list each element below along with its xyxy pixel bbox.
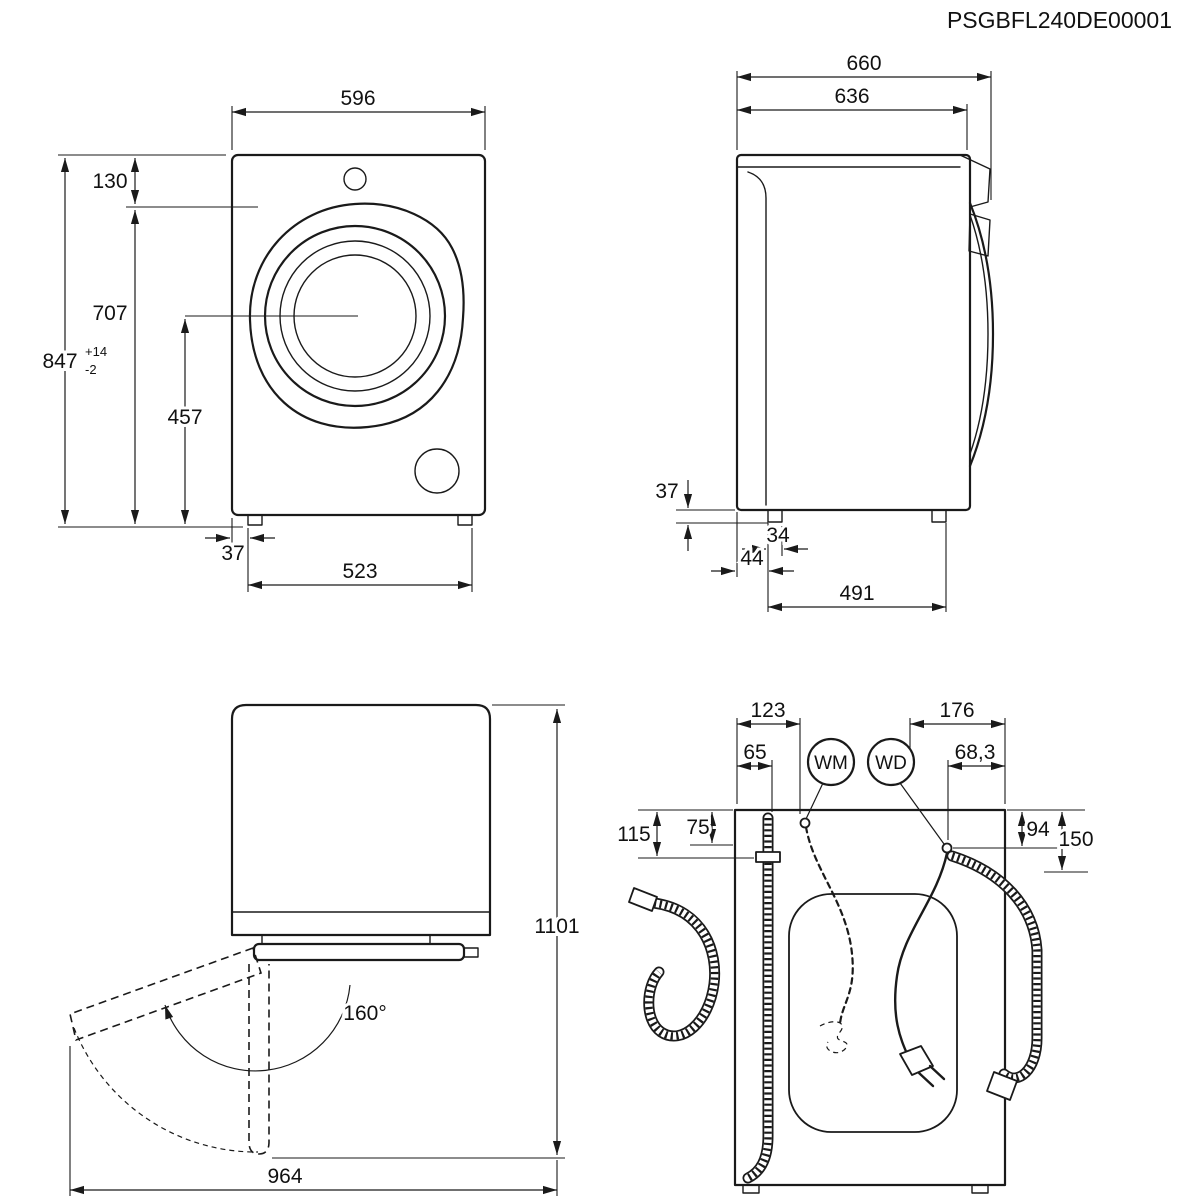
dim-side-body-depth: 636: [737, 82, 968, 150]
start-button: [414, 448, 460, 494]
svg-text:596: 596: [340, 87, 375, 110]
cord-coil-squiggle: [819, 1021, 848, 1054]
dim-open-total-depth: 964: [69, 1046, 558, 1196]
rear-panel: [733, 808, 1007, 1194]
detergent-knob: [343, 167, 367, 191]
dim-open-total-height: 1101: [272, 704, 583, 1159]
svg-text:123: 123: [750, 699, 785, 722]
dim-front-top-offset: 130: [58, 154, 258, 208]
power-plug: [899, 1045, 934, 1076]
svg-text:+14: +14: [85, 344, 107, 359]
door-swing-arc: [164, 984, 351, 1072]
rear-recess: [788, 893, 958, 1133]
dim-rear-wd-drop: 94: [953, 809, 1085, 849]
rear-foot-left: [742, 1184, 760, 1194]
dim-rear-drain-offset: 65: [737, 738, 773, 812]
wm-cord-dashed: [804, 825, 854, 1054]
dim-side-overall-depth: 660: [736, 49, 992, 200]
wm-callout: WM: [799, 737, 856, 829]
dim-rear-inlet-offset: 68,3: [947, 738, 1005, 840]
rear-panel-line: [747, 171, 767, 506]
svg-text:491: 491: [839, 582, 874, 605]
drain-hose: [628, 812, 781, 1184]
dim-rear-right-span: 176: [909, 696, 1006, 804]
svg-text:964: 964: [267, 1165, 302, 1188]
svg-text:68,3: 68,3: [955, 741, 996, 764]
door-angle-label: 160°: [343, 1002, 386, 1025]
svg-text:75: 75: [686, 816, 709, 839]
side-view: 660 636 37 34 44: [652, 49, 995, 612]
inlet-hose: [946, 850, 1043, 1101]
svg-text:37: 37: [221, 542, 244, 565]
front-machine-outline: [185, 153, 487, 526]
side-machine-outline: [735, 153, 995, 523]
door-swing: 160°: [69, 946, 390, 1155]
control-panel-edge: [959, 154, 991, 208]
dim-front-upper-height: 707: [89, 210, 140, 524]
rear-view: WM WD 123 65 176: [614, 696, 1097, 1194]
dim-front-foot-inset: 37: [205, 518, 275, 592]
svg-text:1101: 1101: [534, 915, 579, 938]
doc-id: PSGBFL240DE00001: [947, 7, 1172, 33]
svg-text:65: 65: [743, 741, 766, 764]
side-foot-rear: [767, 509, 783, 523]
door-90-position: [248, 964, 270, 1155]
front-foot-left: [247, 514, 263, 526]
wd-outlet-fitting: [941, 842, 953, 854]
drain-hose-holder: [755, 851, 781, 863]
door-open-view: 160° 1101 964: [69, 703, 583, 1196]
svg-text:34: 34: [766, 524, 790, 547]
svg-text:WD: WD: [875, 753, 907, 774]
door-160-position: [69, 946, 262, 1042]
wm-badge: [806, 737, 856, 787]
svg-text:660: 660: [846, 52, 881, 75]
dim-front-overall-height: 847 +14 -2: [39, 158, 243, 528]
dim-rear-cord-drop: 75: [683, 812, 733, 846]
svg-text:523: 523: [342, 560, 377, 583]
door-bezel: [248, 202, 465, 429]
svg-text:WM: WM: [814, 753, 848, 774]
svg-text:37: 37: [655, 480, 678, 503]
wd-badge: [866, 737, 916, 787]
dim-front-width: 596: [231, 84, 486, 150]
door-handle: [463, 947, 479, 958]
dim-side-rear-offset: 44: [711, 512, 794, 577]
dim-side-foot-height: 37: [652, 477, 768, 551]
svg-text:94: 94: [1026, 818, 1050, 841]
top-view-body: [230, 703, 492, 962]
drain-hose-end: [628, 887, 658, 912]
dim-rear-drain-drop: 115: [614, 809, 754, 859]
dim-rear-inlet-drop: 150: [1044, 812, 1097, 873]
rear-foot-right: [971, 1184, 989, 1194]
open-door-edge: [252, 942, 466, 962]
svg-text:176: 176: [939, 699, 974, 722]
svg-text:847: 847: [42, 350, 77, 373]
front-view: 596 130 707 847 +14 -2 457: [39, 84, 487, 592]
wm-outlet-fitting: [799, 817, 811, 829]
dim-side-feet-span: 491: [768, 523, 947, 612]
svg-text:636: 636: [834, 85, 869, 108]
svg-text:115: 115: [617, 823, 650, 846]
svg-text:150: 150: [1058, 828, 1093, 851]
svg-text:130: 130: [92, 170, 127, 193]
inlet-hose-end: [986, 1071, 1018, 1101]
side-foot-front: [931, 509, 947, 523]
dim-front-lower-height: 457: [164, 319, 206, 524]
power-cord: [893, 851, 949, 1088]
svg-text:44: 44: [740, 547, 764, 570]
door-swing-envelope: [73, 1027, 259, 1153]
dim-rear-cord-offset: 123: [736, 696, 801, 814]
front-foot-right: [457, 514, 473, 526]
wd-callout: WD: [866, 737, 953, 854]
drawer-handle: [968, 213, 991, 257]
door-bulge: [968, 201, 995, 468]
svg-text:457: 457: [167, 406, 202, 429]
svg-text:707: 707: [92, 302, 127, 325]
dim-front-feet-span: 523: [248, 528, 473, 592]
dim-side-foot-width: 34: [742, 521, 808, 612]
svg-text:-2: -2: [85, 362, 97, 377]
